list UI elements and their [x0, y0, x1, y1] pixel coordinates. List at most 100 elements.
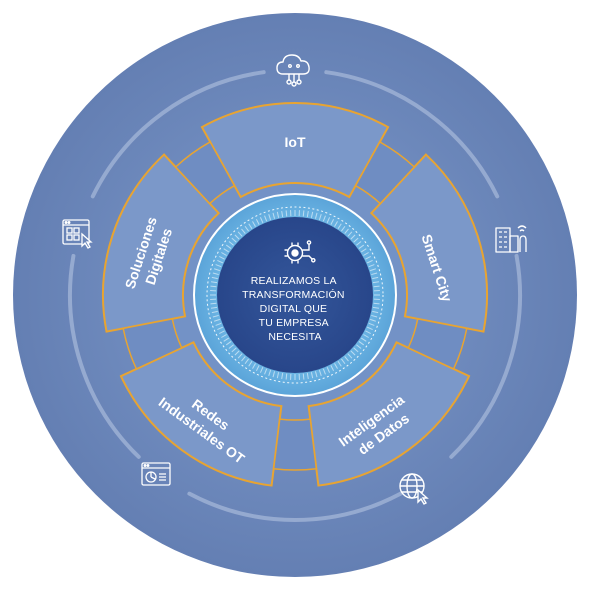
- web-grid-cursor-icon: [62, 219, 93, 249]
- outer-ring-arc: [90, 70, 266, 199]
- tick-mark: [347, 231, 353, 237]
- inner-ring-border: [193, 193, 397, 397]
- tick-mark: [310, 211, 314, 218]
- tick-mark: [314, 371, 318, 378]
- center-disc: [217, 217, 373, 373]
- tick-mark: [223, 248, 230, 253]
- tick-mark: [281, 210, 284, 218]
- tick-mark: [210, 281, 218, 284]
- tick-mark: [310, 372, 314, 379]
- tick-mark: [344, 228, 349, 234]
- tick-mark: [372, 276, 379, 280]
- tick-mark: [221, 252, 227, 256]
- center-line: NECESITA: [268, 331, 321, 343]
- tick-mark: [264, 215, 268, 222]
- tick-mark: [322, 368, 326, 375]
- outer-ring-arc: [187, 491, 403, 522]
- segment-redes-industriales: [119, 341, 283, 487]
- tick-mark: [330, 365, 335, 371]
- tick-mark: [302, 373, 305, 380]
- tick-mark: [272, 371, 276, 378]
- segment-inteligencia-datos: [307, 341, 471, 487]
- outer-ring-arc: [449, 253, 522, 459]
- tick-mark: [353, 347, 359, 353]
- tick-mark: [244, 358, 249, 365]
- tick-mark: [255, 219, 260, 225]
- tick-mark: [366, 326, 373, 331]
- tick-mark: [214, 318, 221, 322]
- globe-cursor-icon: [399, 473, 429, 505]
- tick-mark: [326, 217, 331, 224]
- center-line: DIGITAL QUE: [260, 303, 328, 315]
- outer-ring-arcs: [68, 70, 522, 522]
- tick-mark: [350, 234, 356, 240]
- tick-mark: [363, 252, 369, 256]
- dashboard-window-icon: [141, 462, 171, 486]
- tick-mark: [326, 366, 331, 373]
- tick-mark: [234, 350, 240, 356]
- tick-mark: [215, 264, 222, 268]
- tick-mark: [248, 360, 253, 367]
- tick-mark: [373, 285, 380, 288]
- tick-mark: [365, 255, 371, 260]
- tick-mark: [334, 363, 338, 369]
- outer-ring-arc: [324, 70, 500, 199]
- tick-mark: [215, 322, 222, 326]
- tick-mark: [228, 344, 234, 349]
- tick-mark: [358, 244, 365, 249]
- svg-text:IoT: IoT: [285, 134, 306, 150]
- tick-mark: [234, 234, 240, 240]
- tick-mark: [337, 223, 342, 230]
- tick-mark: [259, 366, 264, 373]
- tick-mark: [302, 210, 305, 217]
- tick-mark: [210, 306, 218, 309]
- tick-mark: [368, 322, 375, 326]
- tick-mark: [223, 337, 230, 342]
- tick-mark: [225, 244, 232, 249]
- segment-connector: [174, 140, 236, 205]
- tick-mark: [318, 369, 322, 376]
- tick-mark: [372, 310, 379, 314]
- tick-mark: [322, 215, 326, 222]
- tick-mark: [276, 211, 280, 218]
- tick-mark: [221, 334, 227, 338]
- tick-mark: [212, 272, 219, 276]
- tick-mark: [231, 347, 237, 353]
- tick-mark: [363, 334, 369, 338]
- tick-mark: [231, 237, 237, 243]
- segment-connector: [354, 140, 416, 205]
- tick-mark: [225, 341, 232, 346]
- segment-iot: [200, 102, 390, 199]
- center-statement: REALIZAMOS LA TRANSFORMACIÓN DIGITAL QUE…: [242, 275, 348, 343]
- tick-mark: [372, 306, 380, 309]
- tick-mark: [252, 363, 256, 369]
- inner-dashed-ring: [206, 206, 384, 384]
- tick-mark: [358, 341, 365, 346]
- segment-label-line: IoT: [285, 134, 306, 150]
- tick-mark: [306, 210, 309, 218]
- tick-mark: [268, 214, 272, 221]
- tick-mark: [337, 360, 342, 367]
- tick-mark: [211, 276, 218, 280]
- tick-mark: [368, 264, 375, 268]
- tick-mark: [264, 368, 268, 375]
- tick-mark: [219, 255, 225, 260]
- tick-mark: [248, 223, 253, 230]
- segment-connector: [407, 317, 468, 370]
- tick-mark: [344, 356, 349, 362]
- tick-mark: [252, 221, 256, 227]
- segment-label-iot: IoT: [285, 134, 306, 150]
- tick-mark: [211, 310, 218, 314]
- tick-mark: [334, 221, 338, 227]
- tick-mark: [255, 365, 260, 371]
- tick-mark: [276, 372, 280, 379]
- center-line: TRANSFORMACIÓN: [242, 288, 345, 301]
- cloud-network-icon: [276, 54, 310, 87]
- tick-mark: [241, 228, 246, 234]
- tick-mark: [369, 318, 376, 322]
- tick-mark: [306, 372, 309, 380]
- tick-mark: [228, 241, 234, 246]
- tick-mark: [372, 281, 380, 284]
- tick-mark: [318, 214, 322, 221]
